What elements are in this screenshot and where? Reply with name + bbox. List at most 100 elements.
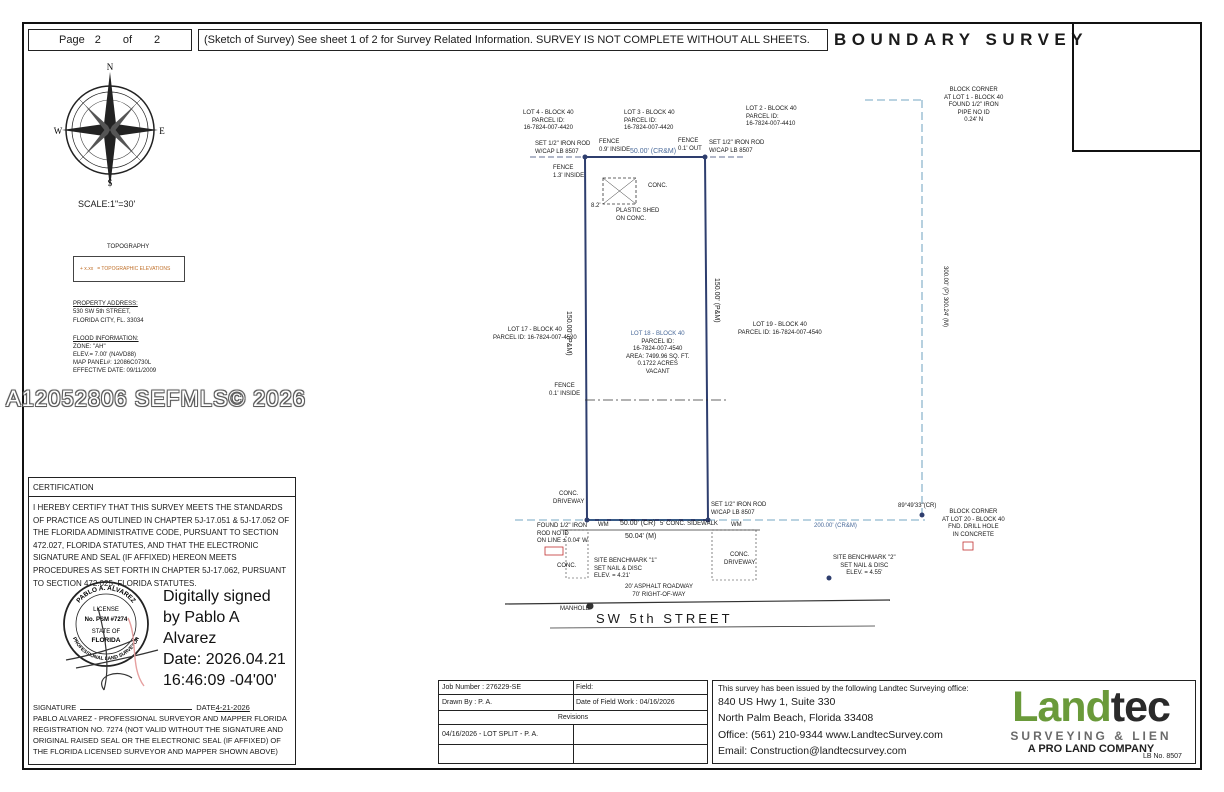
certification-title: CERTIFICATION	[29, 478, 295, 497]
iron-rod-se-icon	[705, 517, 711, 523]
digital-signature: Digitally signed by Pablo A Alvarez Date…	[163, 588, 286, 689]
property-address-label: PROPERTY ADDRESS:	[73, 301, 138, 307]
benchmark-2-icon	[826, 575, 832, 581]
elev-tag-right	[962, 541, 974, 551]
job-table: Job Number : 276229-SE Field: Drawn By :…	[438, 680, 708, 764]
page-of-label: of	[122, 34, 133, 46]
logo-tec: tec	[1110, 683, 1171, 731]
page-number: 2	[94, 34, 101, 46]
drawn-by: Drawn By : P. A.	[442, 699, 493, 706]
property-line1: 530 SW 5th STREET,	[73, 309, 131, 315]
flood-elev: ELEV.= 7.00' (NAVD88)	[73, 352, 137, 358]
page-label: Page	[59, 34, 85, 46]
flood-zone: ZONE: "AH"	[73, 344, 106, 350]
flood-date: EFFECTIVE DATE: 09/11/2009	[73, 368, 157, 374]
page-indicator: Page 2 of 2	[28, 29, 192, 51]
surveyor-footer: PABLO ALVAREZ - PROFESSIONAL SURVEYOR AN…	[33, 714, 287, 756]
seal-florida: FLORIDA	[92, 637, 121, 644]
left-driveway-label: CONC.DRIVEWAY	[553, 491, 585, 505]
landtec-logo: Landtec SURVEYING & LIEN A PRO LAND COMP…	[988, 685, 1194, 755]
sheet-border	[22, 22, 1202, 770]
survey-title: BOUNDARY SURVEY	[834, 30, 1089, 49]
legend-box: + x.xx = TOPOGRAPHIC ELEVATIONS	[73, 256, 185, 282]
compass-rose-icon: N S E W	[54, 62, 165, 188]
sketch-note: (Sketch of Survey) See sheet 1 of 2 for …	[198, 29, 828, 51]
title-block-box	[1072, 22, 1202, 152]
shed-dimension: 8.2'	[591, 203, 601, 209]
page-total: 2	[154, 34, 161, 46]
lb-number: LB No. 8507	[1143, 753, 1182, 760]
handwritten-signature	[65, 607, 159, 691]
address-line2: North Palm Beach, Florida 33408	[718, 712, 874, 724]
compass-n: N	[107, 62, 114, 72]
compass-s: S	[107, 178, 112, 188]
seal-license: LICENSE	[93, 607, 119, 613]
legend-item: = TOPOGRAPHIC ELEVATIONS	[97, 266, 171, 272]
legend-title: TOPOGRAPHY	[107, 244, 150, 250]
logo-tagline: A PRO LAND COMPANY	[1027, 743, 1155, 755]
email-contact: Email: Construction@landtecsurvey.com	[718, 745, 907, 757]
iron-rod-ne-icon	[702, 154, 708, 160]
scale-label: SCALE:1"=30'	[78, 199, 136, 209]
logo-subtitle: SURVEYING & LIEN	[1010, 729, 1172, 743]
logo-land: Land	[1012, 683, 1112, 731]
dimension-200: 200.00' (CR&M)	[814, 523, 857, 529]
compass-e: E	[159, 126, 165, 136]
plastic-shed	[602, 177, 637, 205]
seal-state: STATE OF	[92, 629, 121, 635]
address-line1: 840 US Hwy 1, Suite 330	[718, 696, 836, 708]
water-meter-left: WM	[598, 522, 609, 528]
elev-tag-left	[544, 546, 564, 556]
mls-watermark: A12052806 SEFMLS© 2026	[6, 386, 306, 411]
seal-number: No. PSM #7274	[85, 617, 128, 623]
field-label: Field:	[576, 684, 594, 691]
sidewalk-label: 5' CONC. SIDEWALK	[660, 521, 718, 527]
flood-label: FLOOD INFORMATION:	[73, 336, 139, 342]
issued-note: This survey has been issued by the follo…	[718, 684, 969, 693]
far-dimension: 300.00' (P) 300.24' (M)	[942, 266, 948, 327]
property-line2: FLORIDA CITY, FL. 33034	[73, 318, 144, 324]
company-box: This survey has been issued by the follo…	[712, 680, 1196, 764]
left-driveway	[565, 529, 589, 579]
legend-sample: + x.xx	[80, 266, 94, 272]
manhole-label: MANHOLE	[560, 606, 590, 612]
bottom-dimension-cr: 50.00' (CR)	[620, 520, 656, 527]
revision-1: 04/16/2026 - LOT SPLIT - P. A.	[442, 731, 539, 738]
compass-w: W	[54, 126, 63, 136]
field-work-date: Date of Field Work : 04/16/2026	[576, 699, 675, 706]
top-dimension: 50.00' (CR&M)	[630, 148, 677, 155]
street-name: SW 5th STREET	[596, 611, 733, 626]
conc-small-label: CONC.	[557, 563, 577, 569]
iron-rod-nw-icon	[582, 154, 588, 160]
iron-rod-sw-icon	[584, 517, 590, 523]
job-number: Job Number : 276229-SE	[442, 684, 521, 691]
manhole-icon	[586, 602, 594, 610]
bottom-dimension-m: 50.04' (M)	[625, 533, 657, 540]
road-edge	[504, 599, 891, 605]
shed-conc-label: CONC.	[648, 183, 668, 189]
flood-map: MAP PANEL#: 12086C0730L	[73, 360, 152, 366]
block-corner-icon	[919, 512, 925, 518]
angle-label: 89°49'33"(CR)	[898, 503, 937, 509]
revisions-header: Revisions	[557, 714, 589, 721]
right-driveway-label: CONC.DRIVEWAY	[724, 552, 756, 566]
